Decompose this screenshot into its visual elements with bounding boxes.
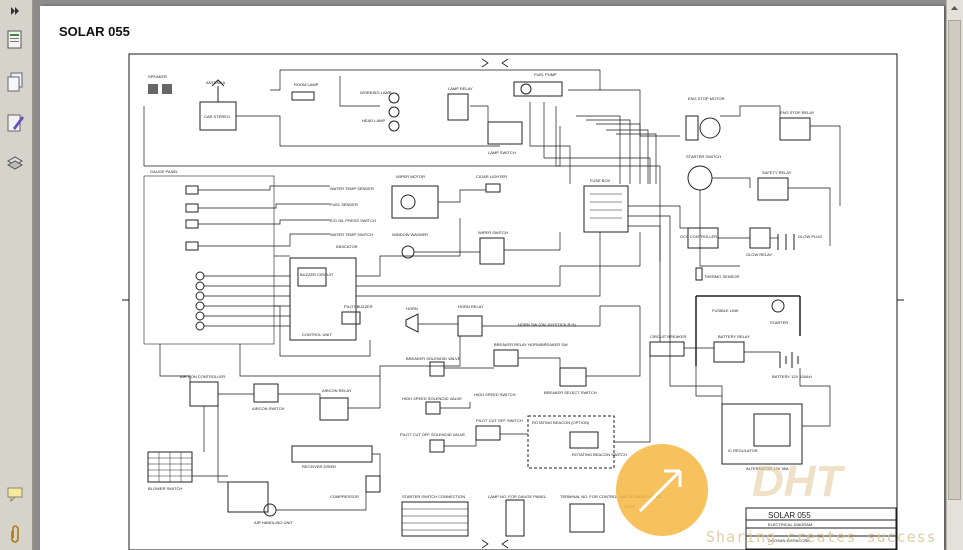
- scroll-up-arrow-icon[interactable]: [948, 2, 961, 15]
- document-page: SOLAR 055 SPEAKER ANTENNA CAR STEREO ROO…: [40, 6, 944, 550]
- eng-stop-motor-label: ENG STOP MOTOR: [688, 96, 725, 101]
- signature-pen-icon[interactable]: [3, 111, 27, 135]
- navigation-sidebar: [0, 0, 33, 550]
- glow-plug-label: GLOW PLUG: [798, 234, 822, 239]
- fuse-box-label: FUSE BOX: [590, 178, 611, 183]
- car-stereo-label: CAR STEREO: [204, 114, 230, 119]
- watermark-tagline: Sharing creates success: [706, 528, 937, 546]
- glow-relay-label: GLOW RELAY: [746, 252, 772, 257]
- eo-press-switch-label: E/O OIL PRESS SWITCH: [330, 218, 376, 223]
- copy-icon[interactable]: [3, 70, 27, 94]
- speaker-label: SPEAKER: [148, 74, 167, 79]
- breaker-relay-label: BREAKER RELAY HORN/BREAKER SW: [494, 342, 568, 347]
- title-block-name: SOLAR 055: [768, 511, 811, 520]
- page-title: SOLAR 055: [59, 24, 130, 39]
- title-block-desc: ELECTRICAL DIAGRAM: [768, 522, 812, 527]
- scrollbar-thumb[interactable]: [948, 20, 961, 500]
- circuit-breaker-label: CIRCUIT BREAKER: [650, 334, 686, 339]
- working-lamp-label: WORKING LAMP: [360, 90, 392, 95]
- aircon-controller-label: AIR CON CONTROLLER: [180, 374, 225, 379]
- control-unit-label: CONTROL UNIT: [302, 332, 332, 337]
- thermo-sensor-label: THERMO SENSOR: [704, 274, 739, 279]
- car-stereo-block: [148, 79, 237, 131]
- rotating-beacon-switch-label: ROTATING BEACON SWITCH: [572, 452, 627, 457]
- eng-stop-relay-label: ENG STOP RELAY: [780, 110, 815, 115]
- indicator-label: INDICATOR: [336, 244, 358, 249]
- lamp-switch-label: LAMP SWITCH: [488, 150, 516, 155]
- high-speed-solenoid-label: HIGH SPEED SOLENOID VALVE: [402, 396, 462, 401]
- attachment-icon[interactable]: [3, 522, 27, 546]
- lamp-relay-label: LAMP RELAY: [448, 86, 473, 91]
- pilot-buzzer-label: PILOT BUZZER: [344, 304, 373, 309]
- electrical-diagram: SPEAKER ANTENNA CAR STEREO ROOM LAMP WOR…: [122, 53, 904, 550]
- fusible-link-label: FUSIBLE LINK: [712, 308, 739, 313]
- air-handling-unit-label: AIR HANDLING UNIT: [254, 520, 293, 525]
- watermark-logo-text: DHT: [752, 457, 846, 506]
- expand-arrows-icon[interactable]: [3, 4, 27, 18]
- starter-switch-connection-label: STARTER SWITCH CONNECTION: [402, 494, 465, 499]
- gauge-symbols: [185, 185, 205, 331]
- aircon-switch-label: AIRCON SWITCH: [252, 406, 285, 411]
- head-lamp-label: HEAD LAMP: [362, 118, 385, 123]
- horn-relay-label: HORN RELAY: [458, 304, 484, 309]
- compressor-label: COMPRESSOR: [330, 494, 359, 499]
- battery-relay-label: BATTERY RELAY: [718, 334, 750, 339]
- aircon-relay-label: AIRCON RELAY: [322, 388, 352, 393]
- safety-relay-label: SAFETY RELAY: [762, 170, 792, 175]
- buzzer-circuit-label: BUZZER CIRCUIT: [300, 272, 334, 277]
- battery-label: BATTERY 12V 100AH: [772, 374, 812, 379]
- wiper-motor-label: WIPER MOTOR: [396, 174, 425, 179]
- breaker-select-switch-label: BREAKER SELECT SWITCH: [544, 390, 597, 395]
- gauge-panel-label: GAUGE PANEL: [150, 169, 179, 174]
- fuel-pump-label: FUEL PUMP: [534, 72, 557, 77]
- rotating-beacon-option-label: ROTATING BEACON (OPTION): [532, 420, 590, 425]
- ic-regulator-label: IC REGULATOR: [728, 448, 758, 453]
- gcs-controller-label: GCS CONTROLLER: [680, 234, 717, 239]
- wiring: [143, 69, 841, 511]
- window-washer-label: WINDOW WASHER: [392, 232, 428, 237]
- terminal-no-control-unit-label: TERMINAL NO. FOR CONTROL UNIT & GAUGE PA…: [560, 494, 663, 499]
- high-speed-switch-label: HIGH SPEED SWITCH: [474, 392, 516, 397]
- starter-switch-label: STARTER SWITCH: [686, 154, 721, 159]
- horn-sw-label: HORN SW (ON JOYSTICK R.H): [518, 322, 576, 327]
- starter-label: STARTER: [770, 320, 788, 325]
- fuel-sender-label: FUEL SENDER: [330, 202, 358, 207]
- alternator-label: ALTERNATOR 12V 55A: [746, 466, 789, 471]
- breaker-solenoid-label: BREAKER SOLENOID VALVE: [406, 356, 461, 361]
- room-lamp-label: ROOM LAMP: [294, 82, 319, 87]
- pages-icon[interactable]: [3, 28, 27, 52]
- receiver-drier-label: RECEIVER DRIER: [302, 464, 336, 469]
- antenna-label: ANTENNA: [206, 80, 225, 85]
- horn-label: HORN: [406, 306, 418, 311]
- watermark-logo: DHT: [616, 444, 846, 536]
- lamp-no-gauge-panel-label: LAMP NO. FOR GAUGE PANEL: [488, 494, 547, 499]
- title-block-company: DOOSAN INFRACORE: [768, 538, 810, 543]
- water-temp-switch-label: WATER TEMP SWITCH: [330, 232, 373, 237]
- cigar-lighter-label: CIGAR LIGHTER: [476, 174, 507, 179]
- water-temp-sender-label: WATER TEMP SENDER: [330, 186, 374, 191]
- pilot-cut-off-switch-label: PILOT CUT OFF SWITCH: [476, 418, 523, 423]
- layers-icon[interactable]: [3, 152, 27, 176]
- blower-switch-label: BLOWER SWITCH: [148, 486, 182, 491]
- comment-icon[interactable]: [3, 482, 27, 506]
- pilot-cut-off-solenoid-label: PILOT CUT OFF SOLENOID VALVE: [400, 432, 465, 437]
- wiper-switch-label: WIPER SWITCH: [478, 230, 508, 235]
